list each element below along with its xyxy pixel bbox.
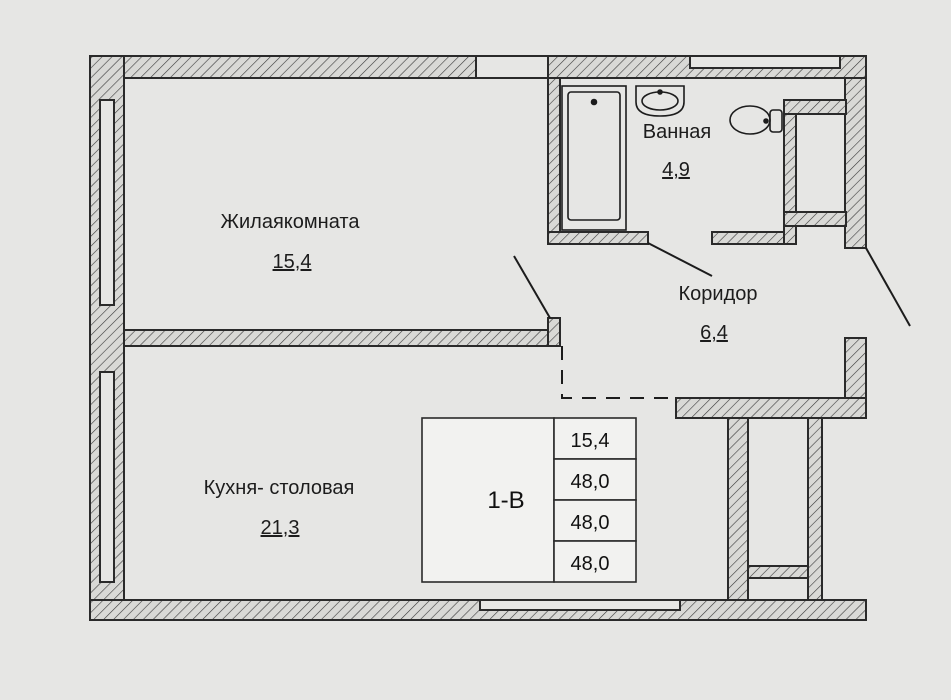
summary-table-row-2 bbox=[553, 458, 637, 501]
wall-bottom-window bbox=[479, 599, 681, 611]
kitchen-opening-dashed bbox=[561, 346, 676, 399]
kitchen-area: 21,3 bbox=[261, 517, 300, 539]
bathroom-area: 4,9 bbox=[662, 159, 690, 181]
wall-left-window-1 bbox=[99, 99, 115, 306]
summary-value-2: 48,0 bbox=[571, 471, 610, 493]
wall-bottom bbox=[89, 599, 867, 621]
door-entrance bbox=[865, 247, 911, 327]
corridor-area: 6,4 bbox=[700, 322, 728, 344]
wall-right-lower bbox=[844, 337, 867, 399]
door-living bbox=[513, 255, 551, 319]
fixtures bbox=[561, 85, 783, 231]
living-room-name: Жилаякомната bbox=[221, 211, 361, 233]
apartment-type-label: 1-В bbox=[487, 487, 524, 514]
summary-table-type-cell bbox=[421, 417, 555, 583]
summary-table-row-1 bbox=[553, 417, 637, 460]
wall-bath-left bbox=[547, 77, 561, 243]
wall-living-kitchen bbox=[123, 329, 553, 347]
wall-top-window-1 bbox=[475, 55, 549, 79]
bathroom-name: Ванная bbox=[643, 121, 712, 143]
bathtub bbox=[561, 85, 627, 231]
summary-table-row-4 bbox=[553, 540, 637, 583]
summary-table-row-3 bbox=[553, 499, 637, 542]
wall-right-upper bbox=[844, 77, 867, 249]
living-room-area: 15,4 bbox=[273, 251, 312, 273]
summary-value-1: 15,4 bbox=[571, 430, 610, 452]
toilet-icon bbox=[729, 105, 783, 135]
summary-value-4: 48,0 bbox=[571, 553, 610, 575]
wall-corridor-storage bbox=[675, 397, 867, 419]
wall-top-left bbox=[99, 55, 477, 79]
wall-storage-bottom bbox=[747, 565, 809, 579]
kitchen-name: Кухня- столовая bbox=[204, 477, 355, 499]
summary-table-text: 1-В 15,4 48,0 48,0 48,0 bbox=[487, 430, 609, 575]
wall-living-kitchen-end bbox=[547, 317, 561, 347]
room-labels: Жилаякомната 15,4 Ванная 4,9 Коридор 6,4… bbox=[204, 121, 758, 539]
corridor-name: Коридор bbox=[679, 283, 758, 305]
interior-walls bbox=[123, 77, 867, 601]
wall-storage-right bbox=[807, 417, 823, 601]
wall-top-window-2 bbox=[689, 55, 841, 69]
bathtub-drain bbox=[590, 98, 598, 106]
summary-value-3: 48,0 bbox=[571, 512, 610, 534]
summary-table bbox=[421, 417, 637, 583]
wall-shaft-bottom bbox=[783, 211, 847, 227]
door-bathroom bbox=[647, 242, 713, 277]
wall-shaft-top bbox=[783, 99, 847, 115]
sink-icon bbox=[635, 85, 685, 117]
wall-left-window-2 bbox=[99, 371, 115, 583]
doors bbox=[513, 242, 911, 399]
bathtub-inner bbox=[567, 91, 621, 221]
wall-bath-bottom-left bbox=[547, 231, 649, 245]
outer-walls bbox=[89, 55, 867, 621]
wall-storage-left bbox=[727, 417, 749, 601]
